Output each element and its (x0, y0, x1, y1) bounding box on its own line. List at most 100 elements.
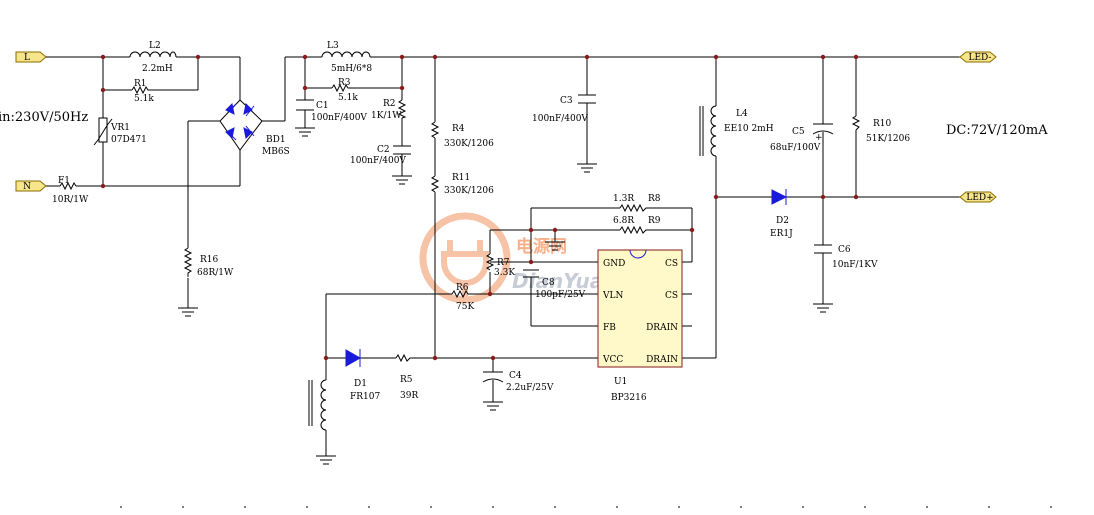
inductor-l3: L3 5mH/6*8 (321, 41, 372, 74)
svg-text:R5: R5 (400, 375, 413, 385)
svg-text:6.8R: 6.8R (613, 216, 634, 226)
input-wires (46, 56, 286, 308)
resistor-r7: R7 3.3K (485, 253, 515, 278)
inductor-l2: L2 2.2mH (129, 41, 177, 74)
svg-text:C8: C8 (542, 278, 555, 288)
ground-symbol (545, 241, 565, 251)
svg-text:L3: L3 (327, 41, 339, 51)
svg-text:330K/1206: 330K/1206 (444, 186, 494, 196)
fuse-f1: F1 10R/1W (52, 176, 89, 205)
resistor-r6: R6 75K (451, 283, 474, 312)
svg-text:R10: R10 (873, 119, 892, 129)
svg-text:68R/1W: 68R/1W (197, 268, 234, 278)
svg-text:VCC: VCC (602, 355, 623, 365)
svg-text:FR107: FR107 (350, 392, 380, 402)
svg-text:VR1: VR1 (110, 123, 130, 133)
svg-text:L4: L4 (736, 109, 748, 119)
svg-text:100nF/400V: 100nF/400V (532, 114, 588, 124)
main-rail-wires (285, 56, 960, 358)
capacitor-c8: C8 100pF/25V (523, 269, 586, 300)
ground-symbol (316, 455, 336, 465)
input-note: in:230V/50Hz (0, 110, 88, 125)
svg-text:R3: R3 (338, 78, 351, 88)
svg-text:R16: R16 (200, 255, 219, 265)
svg-text:100nF/400V: 100nF/400V (311, 113, 367, 123)
ground-symbol (392, 175, 412, 185)
capacitor-c3: C3 100nF/400V (532, 94, 596, 124)
svg-text:U1: U1 (614, 377, 627, 387)
resistor-r4: R4 330K/1206 (430, 121, 494, 149)
svg-text:51K/1206: 51K/1206 (866, 134, 910, 144)
resistor-r9: 6.8R R9 (613, 216, 661, 235)
svg-text:C4: C4 (509, 371, 522, 381)
ground-symbol (295, 127, 315, 137)
svg-text:BD1: BD1 (266, 135, 286, 145)
svg-text:VLN: VLN (602, 291, 623, 301)
controller-wires (325, 207, 693, 456)
resistor-r10: R10 51K/1206 (851, 115, 910, 144)
svg-text:BP3216: BP3216 (611, 393, 647, 403)
diode-d2: D2 ER1J (770, 189, 793, 239)
resistor-r5: R5 39R (395, 353, 418, 401)
watermark-cn: 电源网 (516, 236, 567, 257)
svg-text:R9: R9 (648, 216, 661, 226)
svg-text:C6: C6 (838, 245, 851, 255)
svg-text:DRAIN: DRAIN (646, 355, 678, 365)
svg-text:C3: C3 (560, 96, 573, 106)
bridge-rectifier-bd1: BD1 MB6S (219, 99, 290, 157)
svg-text:R2: R2 (383, 99, 396, 109)
svg-text:75K: 75K (456, 302, 474, 312)
resistor-r11: R11 330K/1206 (430, 173, 494, 196)
svg-text:39R: 39R (400, 391, 418, 401)
svg-text:R8: R8 (648, 194, 661, 204)
svg-text:1K/1W: 1K/1W (371, 111, 402, 121)
port-led-plus: LED+ (959, 191, 997, 203)
svg-text:DRAIN: DRAIN (646, 323, 678, 333)
svg-text:CS: CS (665, 291, 678, 301)
svg-text:68uF/100V: 68uF/100V (770, 143, 821, 153)
svg-text:10nF/1KV: 10nF/1KV (832, 260, 878, 270)
svg-text:L: L (24, 53, 30, 63)
ground-symbol (178, 307, 198, 317)
port-l: L (15, 51, 47, 63)
svg-text:FB: FB (603, 323, 616, 333)
svg-text:L2: L2 (149, 41, 161, 51)
svg-text:N: N (23, 182, 31, 192)
capacitor-c2: C2 100nF/400V (350, 145, 411, 166)
port-n: N (15, 180, 47, 192)
svg-text:10R/1W: 10R/1W (52, 195, 89, 205)
svg-text:R6: R6 (456, 283, 469, 293)
resistor-r8: 1.3R R8 (613, 194, 661, 213)
diode-d1: D1 FR107 (345, 349, 380, 402)
resistor-r1: R1 5.1k (131, 79, 154, 104)
svg-text:2.2uF/25V: 2.2uF/25V (506, 383, 554, 393)
resistor-r2: R2 1K/1W (371, 99, 407, 121)
svg-text:F1: F1 (58, 176, 70, 186)
capacitor-c6: C6 10nF/1KV (814, 244, 878, 270)
svg-text:3.3K: 3.3K (494, 268, 515, 278)
svg-text:2.2mH: 2.2mH (142, 64, 173, 74)
svg-text:C2: C2 (377, 145, 390, 155)
watermark-logo (419, 212, 511, 304)
svg-text:R4: R4 (452, 124, 465, 134)
svg-text:+: + (815, 133, 823, 143)
svg-text:5.1k: 5.1k (338, 93, 358, 103)
resistor-r3: R3 5.1k (331, 78, 358, 103)
svg-text:ER1J: ER1J (770, 229, 793, 239)
svg-text:330K/1206: 330K/1206 (444, 139, 494, 149)
svg-text:5mH/6*8: 5mH/6*8 (331, 64, 372, 74)
svg-text:CS: CS (665, 259, 678, 269)
svg-text:C5: C5 (792, 127, 805, 137)
svg-text:5.1k: 5.1k (134, 94, 154, 104)
svg-text:D1: D1 (354, 379, 367, 389)
svg-text:R7: R7 (497, 258, 510, 268)
svg-text:100nF/400V: 100nF/400V (350, 156, 406, 166)
capacitor-c4: C4 2.2uF/25V (482, 371, 554, 393)
output-wires (682, 57, 960, 359)
capacitor-c1: C1 100nF/400V (296, 99, 367, 123)
varistor-vr1: VR1 07D471 (93, 117, 147, 146)
ic-u1: GND VLN FB VCC CS CS DRAIN DRAIN U1 BP32… (597, 249, 683, 403)
svg-text:1.3R: 1.3R (613, 194, 634, 204)
ground-symbol (483, 401, 503, 411)
aux-winding (308, 379, 327, 431)
